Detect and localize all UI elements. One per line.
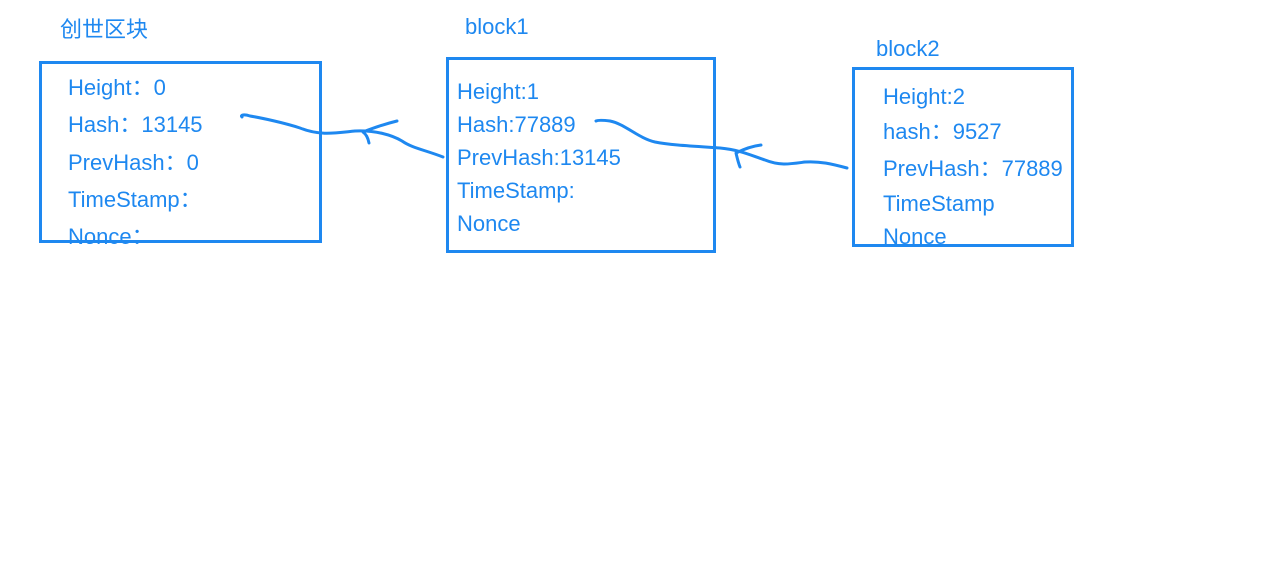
genesis-timestamp: TimeStamp： [68,187,202,212]
block1-height: Height:1 [457,79,539,104]
block2-height: Height:2 [883,84,965,109]
block2-nonce: Nonce [883,224,947,249]
arrowhead-genesis [361,119,399,145]
genesis-prevhash: PrevHash：0 [68,150,199,175]
block2-title: block2 [876,36,940,61]
block1-prevhash: PrevHash:13145 [457,145,621,170]
block2-hash: hash：9527 [883,119,1002,144]
block1-timestamp: TimeStamp: [457,178,575,203]
genesis-block-title: 创世区块 [60,17,149,42]
genesis-hash: Hash：13145 [68,112,203,137]
block1-title: block1 [465,14,529,39]
arrowhead-block1 [734,143,763,169]
block2-box [852,67,1074,247]
block2-prevhash: PrevHash：77889 [883,156,1063,181]
genesis-height: Height：0 [68,75,166,100]
genesis-nonce: Nonce： [68,224,154,249]
block2-timestamp: TimeStamp [883,191,995,216]
block1-hash: Hash:77889 [457,112,576,137]
block1-nonce: Nonce [457,211,521,236]
